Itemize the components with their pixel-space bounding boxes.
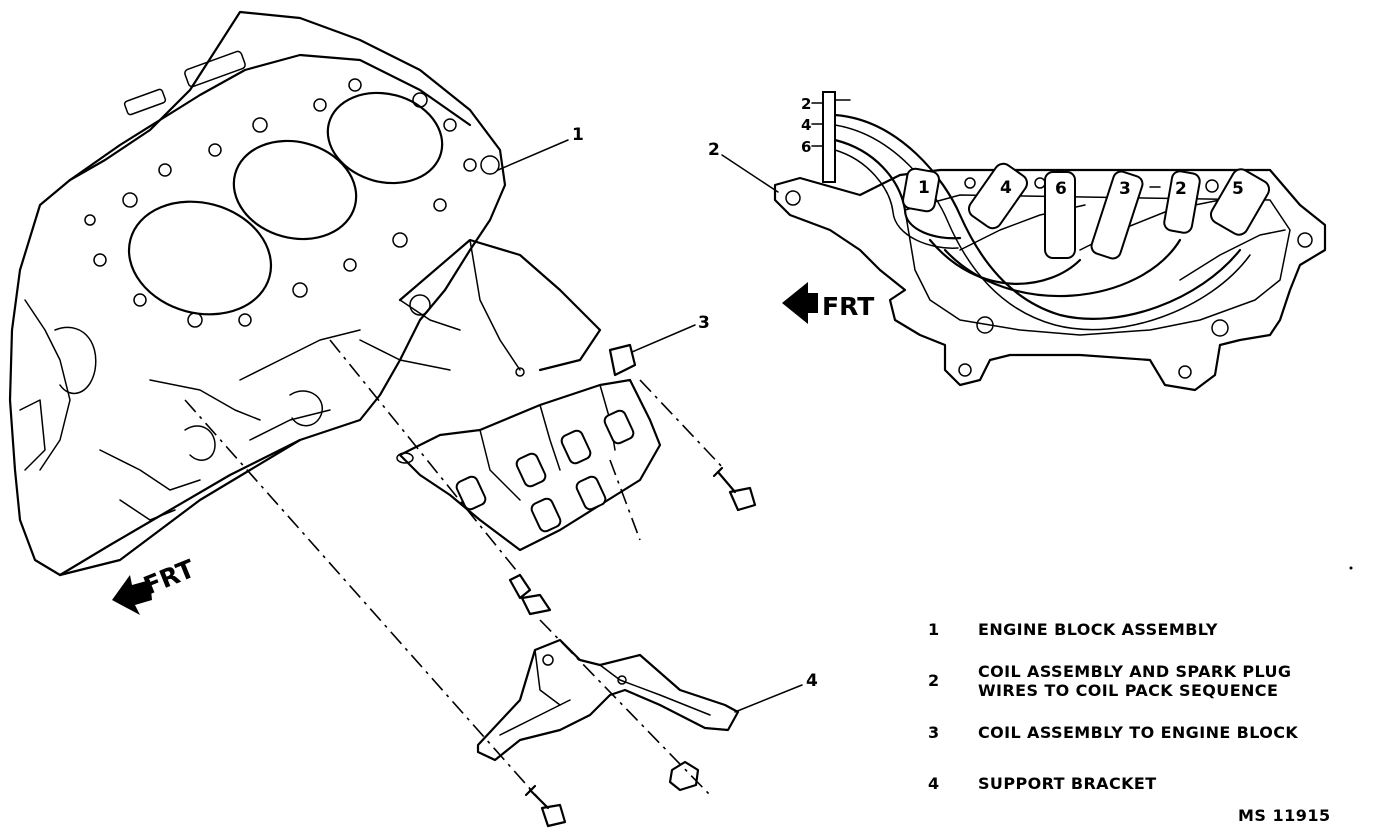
coil-tower-number: 2: [1175, 179, 1187, 199]
legend-number: 1: [928, 620, 940, 639]
coil-assembly-view-drawing: [773, 91, 1327, 392]
coil-tower-number: 6: [1055, 179, 1067, 199]
bracket-nut: [668, 760, 700, 792]
legend-text: COIL ASSEMBLY AND SPARK PLUG WIRES TO CO…: [978, 662, 1292, 700]
engine-lower-structure: [359, 238, 602, 377]
coil-tower-number: 5: [1232, 179, 1244, 199]
callout-2: 2: [708, 140, 720, 160]
engine-block-drawing: [8, 10, 507, 577]
coil-tower-number: 4: [1000, 178, 1012, 198]
legend-text: COIL ASSEMBLY TO ENGINE BLOCK: [978, 723, 1299, 742]
legend-text: ENGINE BLOCK ASSEMBLY: [978, 620, 1218, 639]
sequence-label-2: 2: [801, 95, 811, 113]
legend-number: 2: [928, 671, 940, 690]
callout-leaders: [497, 139, 803, 713]
legend-number: 4: [928, 774, 940, 793]
mounting-bolt-lower: [524, 784, 567, 828]
frt-arrow-icon: [782, 282, 818, 324]
support-bracket-drawing: [476, 638, 740, 762]
sequence-label-4: 4: [801, 116, 811, 134]
figure-id: MS 11915: [1238, 806, 1331, 825]
legend-number: 3: [928, 723, 940, 742]
legend-item: 4 SUPPORT BRACKET: [928, 774, 1358, 793]
callout-1: 1: [572, 125, 584, 145]
callout-3: 3: [698, 313, 710, 333]
legend-item: 2 COIL ASSEMBLY AND SPARK PLUG WIRES TO …: [928, 662, 1358, 700]
frt-label-main: FRT: [139, 554, 198, 600]
sequence-label-6: 6: [801, 138, 811, 156]
callout-4: 4: [806, 671, 818, 691]
alignment-lines: [184, 339, 726, 801]
coil-pack-drawing: [396, 343, 662, 552]
stud-bolt: [508, 573, 552, 616]
coil-tower-number: 3: [1119, 179, 1131, 199]
legend-item: 1 ENGINE BLOCK ASSEMBLY: [928, 620, 1358, 639]
legend-text: SUPPORT BRACKET: [978, 774, 1157, 793]
legend-item: 3 COIL ASSEMBLY TO ENGINE BLOCK: [928, 723, 1358, 742]
coil-tower-number: 1: [918, 178, 930, 198]
frt-arrow-icon: [112, 575, 152, 615]
mounting-bolt-upper: [712, 466, 757, 512]
speck: [1349, 566, 1353, 570]
frt-label-coil-view: FRT: [822, 292, 874, 321]
